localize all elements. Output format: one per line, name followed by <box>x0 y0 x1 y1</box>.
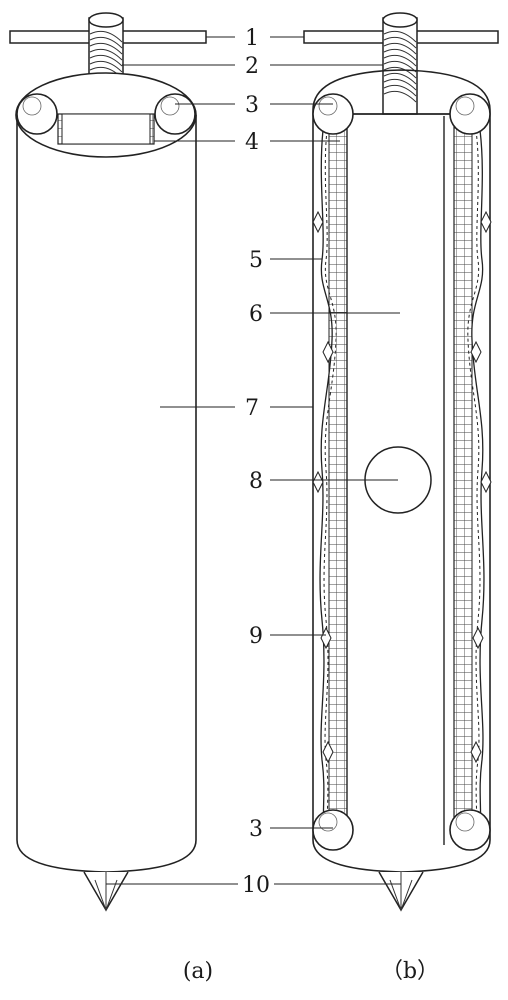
caption-a: (a) <box>183 959 213 984</box>
threaded-rod-b <box>382 12 418 115</box>
callout-6: 6 <box>249 302 263 327</box>
roller-b-top-left <box>312 93 354 135</box>
membrane-left <box>319 129 333 831</box>
pile-b <box>303 12 499 912</box>
mesh-wall-left <box>328 115 348 829</box>
caption-b: （b） <box>381 959 439 984</box>
callout-5: 5 <box>249 248 263 273</box>
pile-a <box>9 12 207 912</box>
callout-7: 7 <box>245 396 259 421</box>
callout-labels: 1 2 3 4 5 6 7 8 9 3 10 <box>242 26 270 898</box>
roller-b-bottom-left <box>312 809 354 851</box>
callout-3-top: 3 <box>245 93 259 118</box>
callout-10: 10 <box>242 873 270 898</box>
membrane-right <box>471 129 485 831</box>
callout-1: 1 <box>245 26 259 51</box>
callout-2: 2 <box>245 54 259 79</box>
pile-body-a <box>16 115 197 873</box>
leader-lines <box>106 36 401 885</box>
roller-b-top-right <box>449 93 491 135</box>
mesh-wall-right <box>453 115 473 829</box>
callout-8: 8 <box>249 469 263 494</box>
callout-4: 4 <box>245 130 259 155</box>
callout-9: 9 <box>249 624 263 649</box>
roller-a-right <box>154 93 196 135</box>
callout-3-bottom: 3 <box>249 817 263 842</box>
roller-a-left <box>16 93 58 135</box>
diamond-markers <box>312 210 492 764</box>
roller-b-bottom-right <box>449 809 491 851</box>
